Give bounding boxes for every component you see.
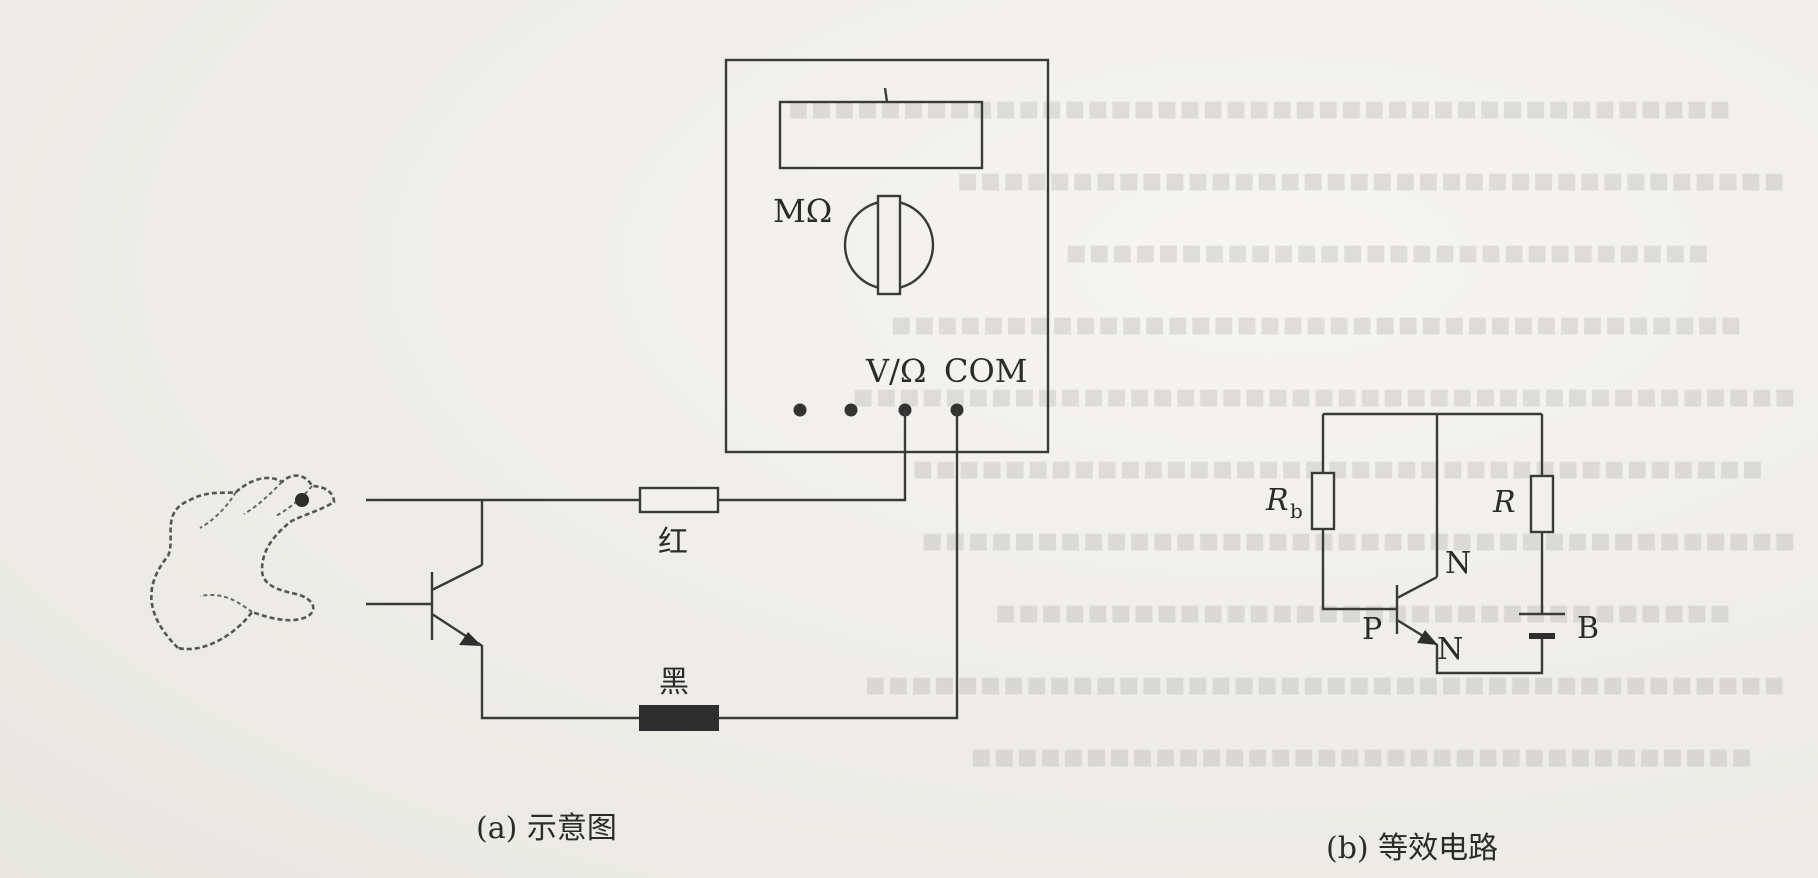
meter-jack-1 [793,403,807,417]
black-probe-label: 黑 [659,665,689,700]
red-probe-label: 红 [658,525,688,560]
hand-finger-1 [199,491,237,529]
selector-knob [876,194,902,296]
fingertip-contact [295,493,309,507]
terminal-label-com: COM [944,352,1027,390]
rb-to-base [1321,529,1397,611]
emitter-arrow [459,632,482,646]
black-lead [718,410,959,720]
hand-icon [150,474,336,651]
hand-thumb [199,594,253,613]
eq-emitter-arrow [1417,630,1438,645]
display-tick [883,87,889,103]
resistor-rb [1310,471,1336,531]
caption-b: (b) 等效电路 [1326,831,1498,866]
range-label: MΩ [773,192,832,230]
rb-label: R [1265,483,1289,518]
emitter-diagonal [431,612,473,642]
equivalent-circuit: R b N P N R B [1265,412,1599,675]
base-type-label: P [1362,612,1382,647]
hand-finger-2 [243,481,283,515]
r-label: R [1492,485,1516,520]
red-probe [638,486,720,514]
eq-emitter-to-battery [1435,636,1544,675]
hand-outline [150,474,336,651]
battery-label: B [1577,611,1599,646]
meter-jack-2 [844,403,858,417]
eq-collector-diagonal [1396,575,1438,600]
meter-body [724,58,1050,454]
emitter-type-label: N [1437,632,1463,667]
caption-a: (a) 示意图 [476,811,617,846]
transistor-test-wiring: 红 黑 [366,410,959,731]
black-probe [639,705,719,731]
multimeter: MΩ V/Ω COM [724,58,1050,454]
collector-diagonal [431,563,483,592]
meter-display [778,100,984,170]
rb-subscript: b [1290,499,1303,523]
red-lead [718,410,907,502]
resistor-r [1529,474,1555,534]
terminal-label-v-ohm: V/Ω [865,352,926,390]
emitter-lead [477,642,640,720]
collector-type-label: N [1445,546,1471,581]
